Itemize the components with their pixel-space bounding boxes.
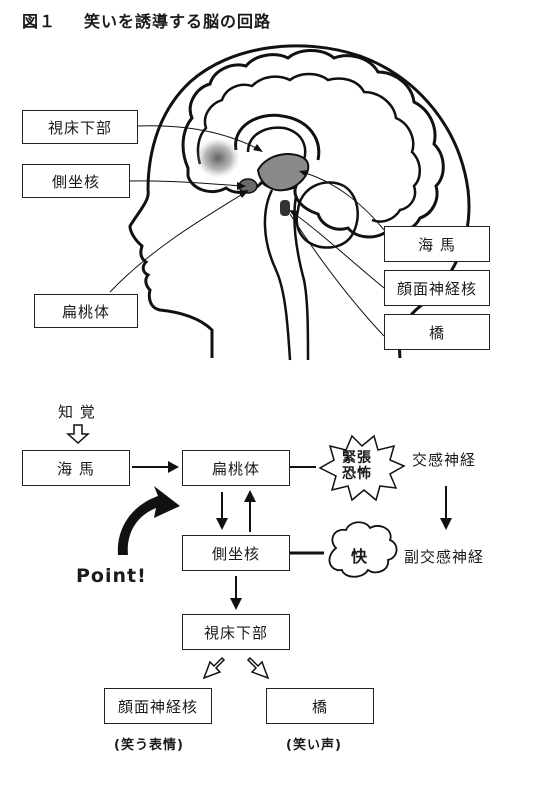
point-label: Point! [76,565,147,587]
arrow-hippocampus-amygdala-head [168,461,179,473]
flow-amygdala: 扁桃体 [182,450,290,486]
nucleus-accumbens-glow [196,138,240,178]
arrow-amygdala-accumbens-head [216,518,228,530]
leader-pons [289,213,385,337]
flow-pons: 橋 [266,688,374,724]
arrow-to-pons [246,656,270,680]
caption-laughing-voice: (笑い声) [286,738,342,753]
figure-number: 図１ [22,12,57,31]
label-amygdala: 扁桃体 [34,294,138,328]
head-outline [128,44,471,359]
leader-accumbens-head [237,182,246,190]
label-hypothalamus: 視床下部 [22,110,138,144]
flow-perception: 知 覚 [58,403,96,421]
figure-title: 図１ 笑いを誘導する脳の回路 [22,8,271,32]
flow-pleasure: 快 [351,547,369,566]
arrow-to-facial [202,656,226,680]
leader-facial [291,211,385,289]
caption-smiling-face: (笑う表情) [114,738,184,753]
brain-stem-left [263,189,292,361]
limbic-structure [256,153,310,192]
corpus-callosum [234,113,321,161]
cerebellum [295,181,359,249]
label-facial-nucleus: 顔面神経核 [384,270,490,306]
brain-inner-outline [196,72,421,223]
pleasure-cloud [328,521,398,578]
flow-facial-nucleus: 顔面神経核 [104,688,212,724]
leader-facial-head [289,210,299,218]
label-nucleus-accumbens: 側坐核 [22,164,130,198]
label-pons: 橋 [384,314,490,350]
point-arrow [117,486,180,555]
flow-hypothalamus: 視床下部 [182,614,290,650]
flow-nucleus-accumbens: 側坐核 [182,535,290,571]
tension-fear-burst [318,434,406,502]
corpus-callosum-inner [246,126,307,161]
leader-hypothalamus-head [253,144,263,152]
perception-arrow [66,424,90,445]
flow-tension: 緊張 [342,450,372,466]
arrow-accumbens-amygdala-head [244,490,256,502]
leader-hippocampus [301,171,385,231]
flow-parasympathetic: 副交感神経 [404,548,485,566]
leader-amygdala-head [238,190,249,198]
leader-accumbens [128,180,245,187]
flow-hippocampus: 海 馬 [22,450,130,486]
flow-tension-fear: 緊張 恐怖 [342,450,372,482]
flow-sympathetic: 交感神経 [412,451,477,469]
flow-fear: 恐怖 [342,466,372,482]
leader-hippocampus-head [299,170,309,177]
brain-stem-right [293,195,310,361]
figure-title-text: 笑いを誘導する脳の回路 [84,12,272,31]
pons-structure [280,200,290,216]
leader-amygdala [109,191,247,293]
leader-hypothalamus [136,125,261,151]
arrow-accumbens-hypothalamus-head [230,598,242,610]
arrow-sympathetic-parasympathetic-head [440,518,452,530]
label-hippocampus: 海 馬 [384,226,490,262]
